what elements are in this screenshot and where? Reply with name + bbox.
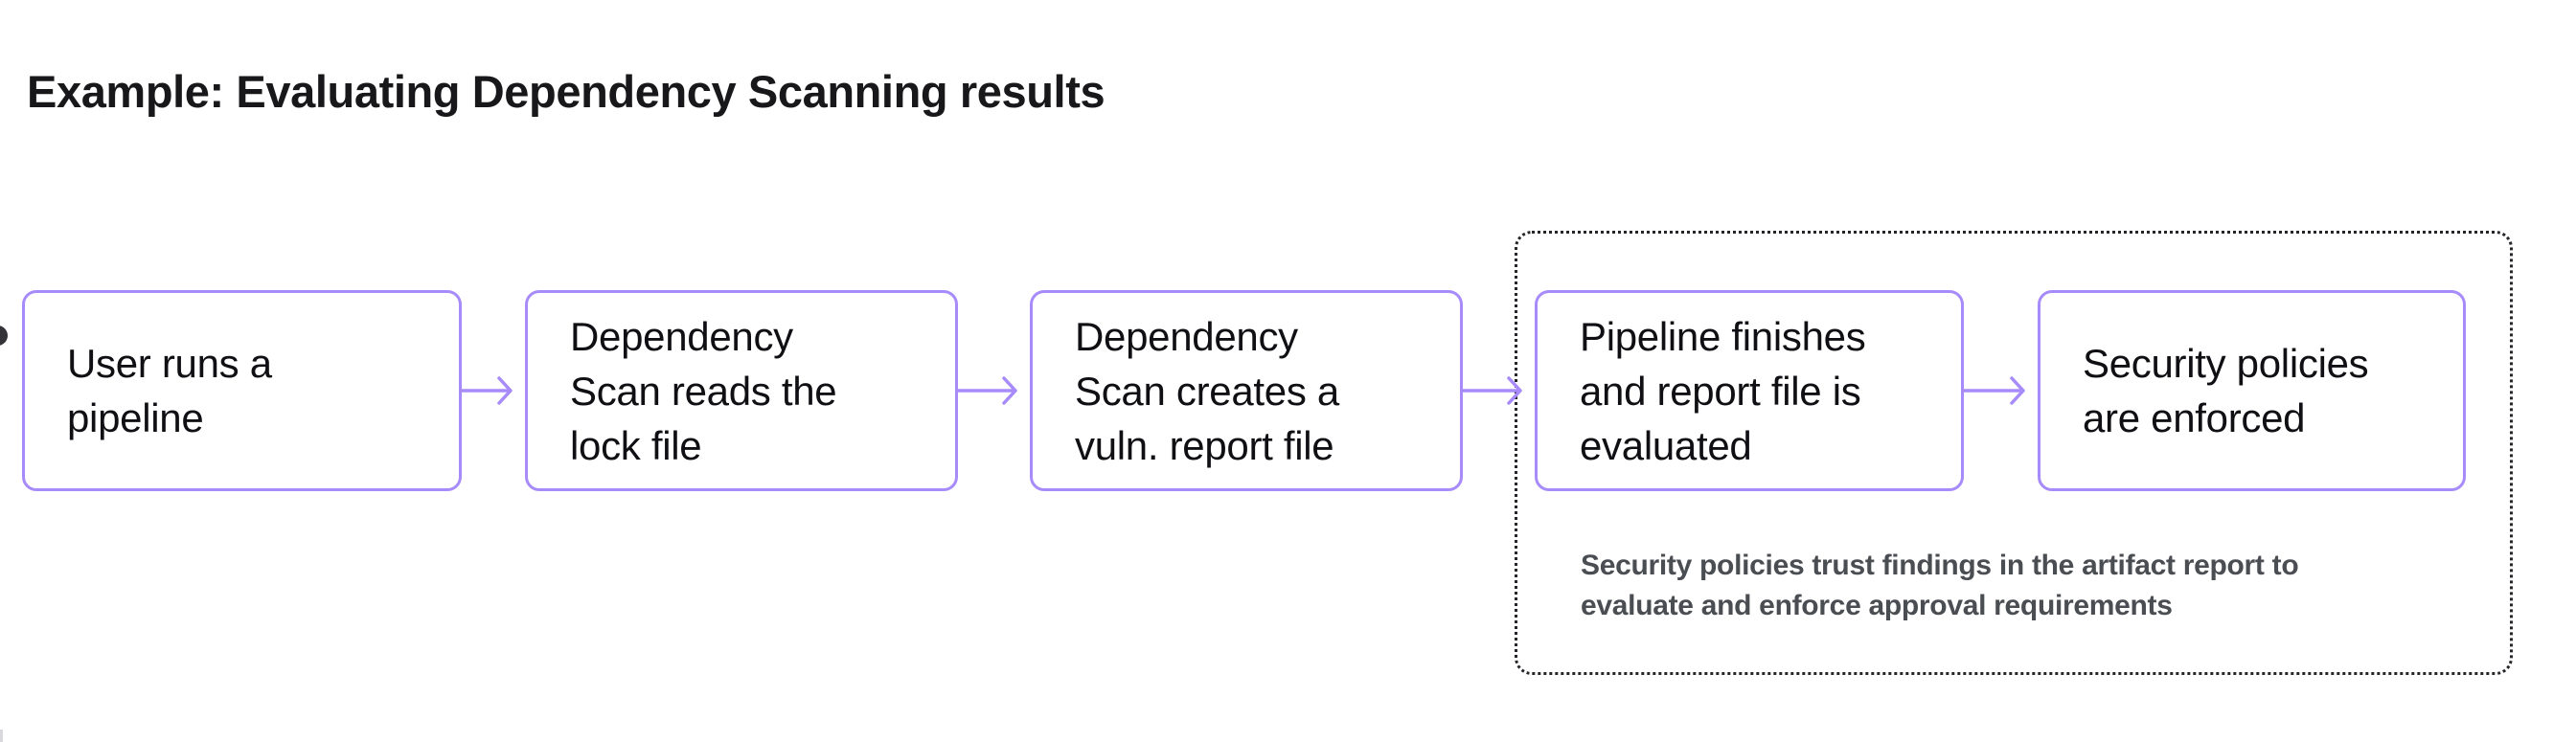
node-label: Security policies are enforced [2083, 341, 2369, 440]
arrow-right-icon [956, 376, 1017, 405]
flow-node-pipeline-finishes-evaluated: Pipeline finishes and report file is eva… [1535, 290, 1964, 491]
flow-arrow-4 [1962, 371, 2038, 410]
flow-arrow-2 [956, 371, 1030, 410]
arrow-right-icon [1461, 376, 1522, 405]
left-edge-clipped-dot [0, 326, 8, 346]
flow-node-dependency-scan-reads-lock-file: Dependency Scan reads the lock file [525, 290, 958, 491]
group-caption: Security policies trust findings in the … [1581, 550, 2299, 621]
flow-node-dependency-scan-creates-report: Dependency Scan creates a vuln. report f… [1030, 290, 1463, 491]
flow-arrow-1 [460, 371, 525, 410]
flow-node-security-policies-enforced: Security policies are enforced [2038, 290, 2466, 491]
arrow-right-icon [460, 376, 513, 405]
node-label: Dependency Scan reads the lock file [570, 313, 837, 468]
left-edge-artifact [0, 730, 3, 742]
node-label: Pipeline finishes and report file is eva… [1580, 313, 1866, 468]
flow-arrow-3 [1461, 371, 1535, 410]
node-label: User runs a pipeline [67, 341, 272, 440]
node-label: Dependency Scan creates a vuln. report f… [1075, 313, 1339, 468]
arrow-right-icon [1962, 376, 2025, 405]
diagram-title: Example: Evaluating Dependency Scanning … [27, 66, 1106, 117]
policy-evaluation-group [1515, 231, 2513, 675]
flow-node-user-runs-pipeline: User runs a pipeline [22, 290, 462, 491]
